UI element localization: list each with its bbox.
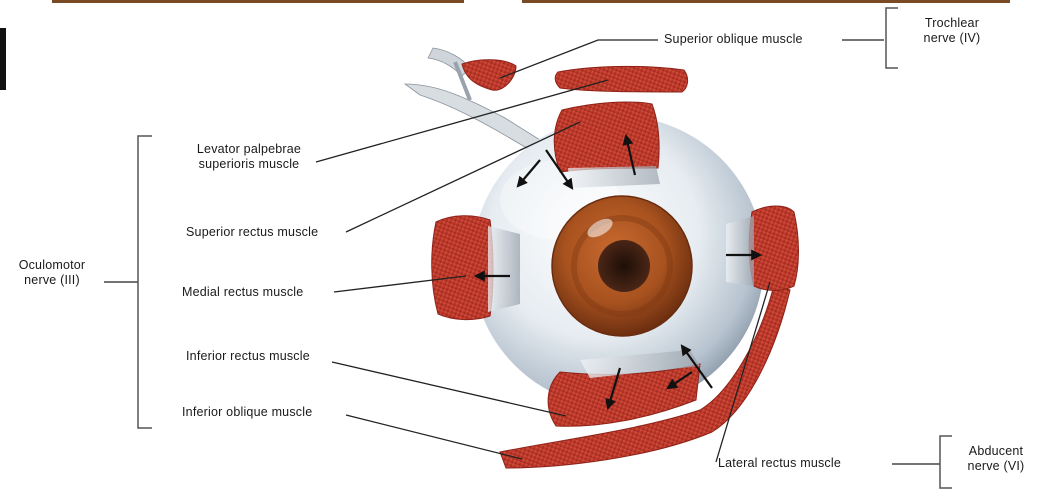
label-trochlear-nerve-line1: Trochlear [912, 16, 992, 31]
label-levator-palpebrae: Levator palpebrae superioris muscle [176, 142, 322, 172]
abducent-bracket [940, 436, 952, 488]
label-abducent-line2: nerve (VI) [958, 459, 1034, 474]
label-levator-line2: superioris muscle [176, 157, 322, 172]
label-trochlear-nerve: Trochlear nerve (IV) [912, 16, 992, 46]
trochlear-bracket [886, 8, 898, 68]
label-inferior-rectus-muscle: Inferior rectus muscle [186, 349, 310, 364]
pupil [598, 240, 650, 292]
top-banner-left [52, 0, 464, 3]
iris [552, 196, 692, 336]
oculomotor-bracket [138, 136, 152, 428]
superior-oblique-muscle-shape [462, 60, 688, 92]
label-abducent-nerve: Abducent nerve (VI) [958, 444, 1034, 474]
label-inferior-oblique-muscle: Inferior oblique muscle [182, 405, 312, 420]
label-abducent-line1: Abducent [958, 444, 1034, 459]
label-oculomotor-line1: Oculomotor [8, 258, 96, 273]
label-oculomotor-line2: nerve (III) [8, 273, 96, 288]
top-banner-right [522, 0, 1010, 3]
label-oculomotor-nerve: Oculomotor nerve (III) [8, 258, 96, 288]
label-superior-rectus-muscle: Superior rectus muscle [186, 225, 318, 240]
label-lateral-rectus-muscle: Lateral rectus muscle [718, 456, 841, 471]
medial-rectus-muscle-shape [432, 216, 520, 320]
label-trochlear-nerve-line2: nerve (IV) [912, 31, 992, 46]
label-levator-line1: Levator palpebrae [176, 142, 322, 157]
superior-rectus-muscle-shape [554, 102, 660, 188]
left-edge-bar [0, 28, 6, 90]
label-medial-rectus-muscle: Medial rectus muscle [182, 285, 303, 300]
label-superior-oblique-muscle: Superior oblique muscle [664, 32, 803, 47]
